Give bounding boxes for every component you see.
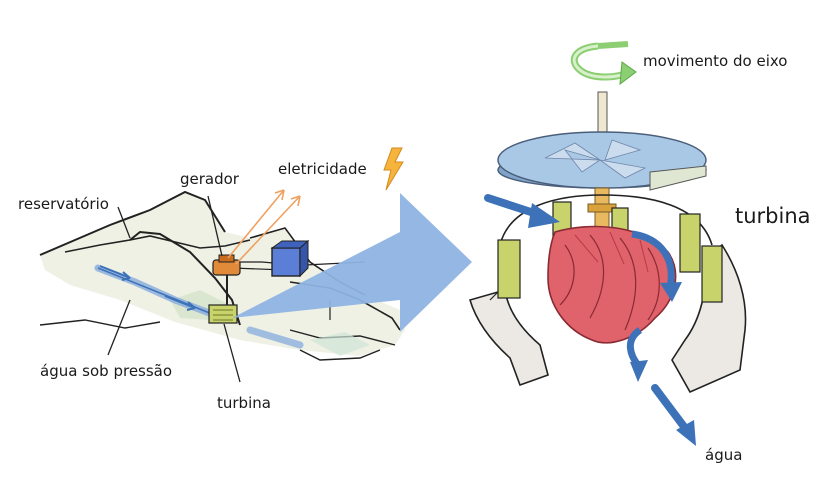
label-shaft-motion: movimento do eixo: [643, 52, 788, 70]
label-electricity: eletricidade: [278, 160, 367, 178]
generator-icon: [212, 254, 241, 306]
zoom-arrow: [232, 193, 472, 332]
power-output-arrows: [227, 189, 301, 265]
label-pressurized-water: água sob pressão: [40, 362, 173, 380]
turbine-assembly: [469, 91, 747, 446]
leader-lines: [107, 195, 241, 383]
lightning-bolt-icon: [383, 147, 404, 191]
label-water: água: [705, 446, 743, 464]
water-flow-arrows-small: [99, 265, 196, 311]
label-reservoir: reservatório: [18, 195, 109, 213]
transformer-icon: [270, 239, 310, 278]
small-turbine-icon: [208, 304, 238, 324]
label-generator: gerador: [180, 170, 239, 188]
label-turbine-large: turbina: [735, 204, 811, 228]
rotation-arrow-icon: [570, 41, 637, 86]
label-turbine-small: turbina: [217, 394, 271, 412]
